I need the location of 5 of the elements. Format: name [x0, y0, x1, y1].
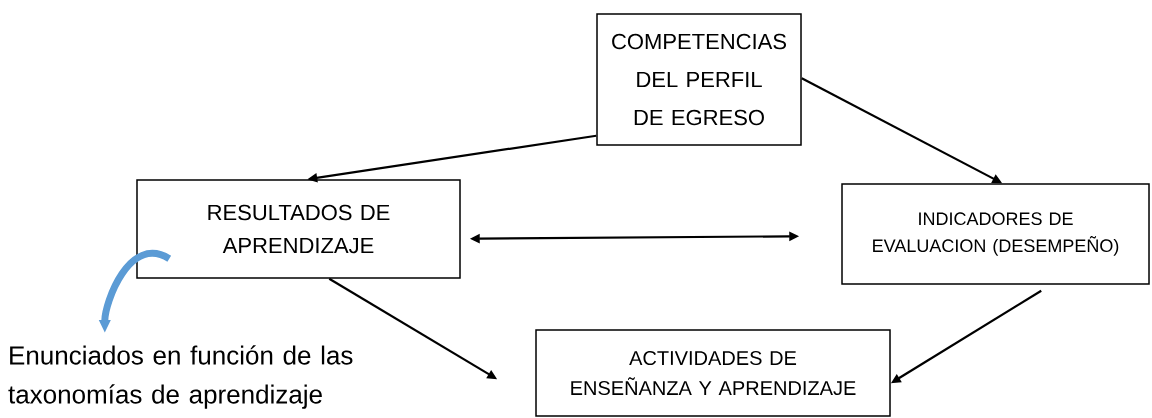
process-box: COMPETENCIAS DEL PERFIL DE EGRESO — [596, 13, 802, 146]
process-box: RESULTADOS DE APRENDIZAJE — [136, 179, 461, 279]
note-text: Enunciados en función de las taxonomías de aprendizaje — [8, 345, 353, 409]
process-box: ACTIVIDADES DE ENSEÑANZA Y APRENDIZAJE — [535, 329, 891, 417]
process-box: INDICADORES DE EVALUACION (DESEMPEÑO) — [841, 183, 1150, 285]
